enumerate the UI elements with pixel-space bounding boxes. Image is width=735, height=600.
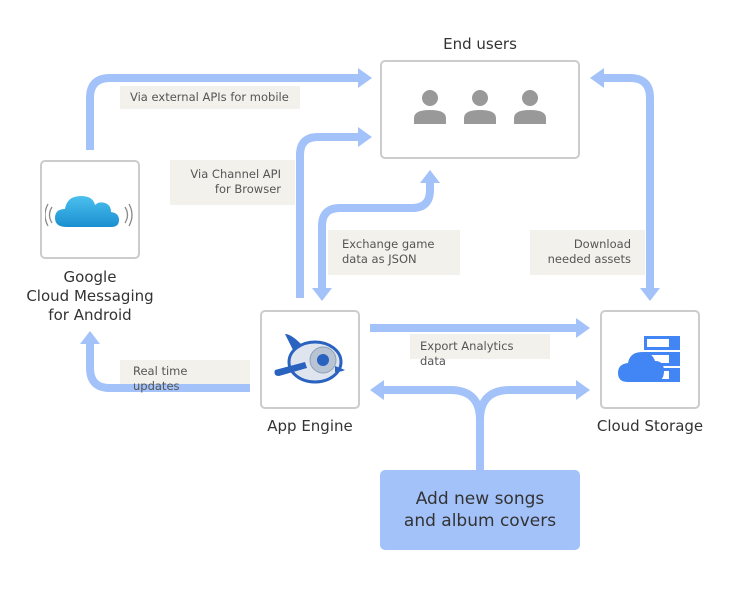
arrowhead-up [80, 331, 100, 344]
gcm-node[interactable] [40, 160, 140, 259]
label-line: needed assets [547, 252, 631, 266]
app-engine-node[interactable] [260, 310, 360, 409]
gcm-title-line: for Android [48, 306, 132, 324]
label-download-assets: Download needed assets [530, 230, 645, 275]
cloud-storage-icon [618, 336, 680, 382]
cloud-messaging-icon [45, 196, 133, 227]
label-realtime-updates: Real time updates [120, 360, 250, 393]
label-line: Exchange game [342, 237, 435, 251]
label-external-apis: Via external APIs for mobile [120, 86, 300, 109]
arrowhead-up [420, 170, 440, 183]
arrowhead-right [576, 380, 590, 400]
arrowhead-down [312, 288, 332, 301]
arrowhead-right [358, 68, 372, 88]
arrowhead-down [640, 288, 660, 301]
arrow-gcm-to-endusers [86, 74, 358, 150]
add-songs-box[interactable]: Add new songs and album covers [380, 470, 580, 550]
gcm-title-line: Cloud Messaging [26, 287, 154, 305]
cloud-storage-node[interactable] [600, 310, 700, 409]
cloud-storage-title: Cloud Storage [596, 417, 704, 435]
app-engine-title: App Engine [267, 417, 353, 435]
action-line: Add new songs [415, 489, 545, 509]
arrow-fork-left [382, 386, 484, 470]
arrow-fork-right [476, 386, 578, 421]
gcm-title-line: Google [63, 268, 117, 286]
label-line: data as JSON [342, 252, 417, 266]
arrowhead-right [576, 318, 590, 338]
arrow-endusers-cloudstorage [602, 74, 654, 290]
gcm-title: Google Cloud Messaging for Android [10, 268, 170, 325]
arrow-appengine-to-endusers [296, 133, 358, 298]
arrow-realtime-updates [86, 342, 250, 392]
label-line: Via Channel API [190, 167, 281, 181]
label-line: Download [573, 237, 631, 251]
users-icon [414, 90, 546, 124]
arrow-exchange-json [318, 182, 434, 290]
end-users-title: End users [443, 35, 517, 53]
label-export-analytics: Export Analytics data [410, 334, 550, 368]
arrowhead-left [590, 68, 604, 88]
action-line: and album covers [403, 511, 557, 531]
app-engine-icon [274, 334, 345, 384]
label-channel-api: Via Channel API for Browser [170, 160, 295, 205]
arrowhead-right [358, 127, 372, 147]
label-line: for Browser [214, 182, 281, 196]
arrowhead-left [370, 380, 384, 400]
end-users-node[interactable] [380, 60, 580, 159]
label-exchange-json: Exchange game data as JSON [328, 230, 460, 275]
